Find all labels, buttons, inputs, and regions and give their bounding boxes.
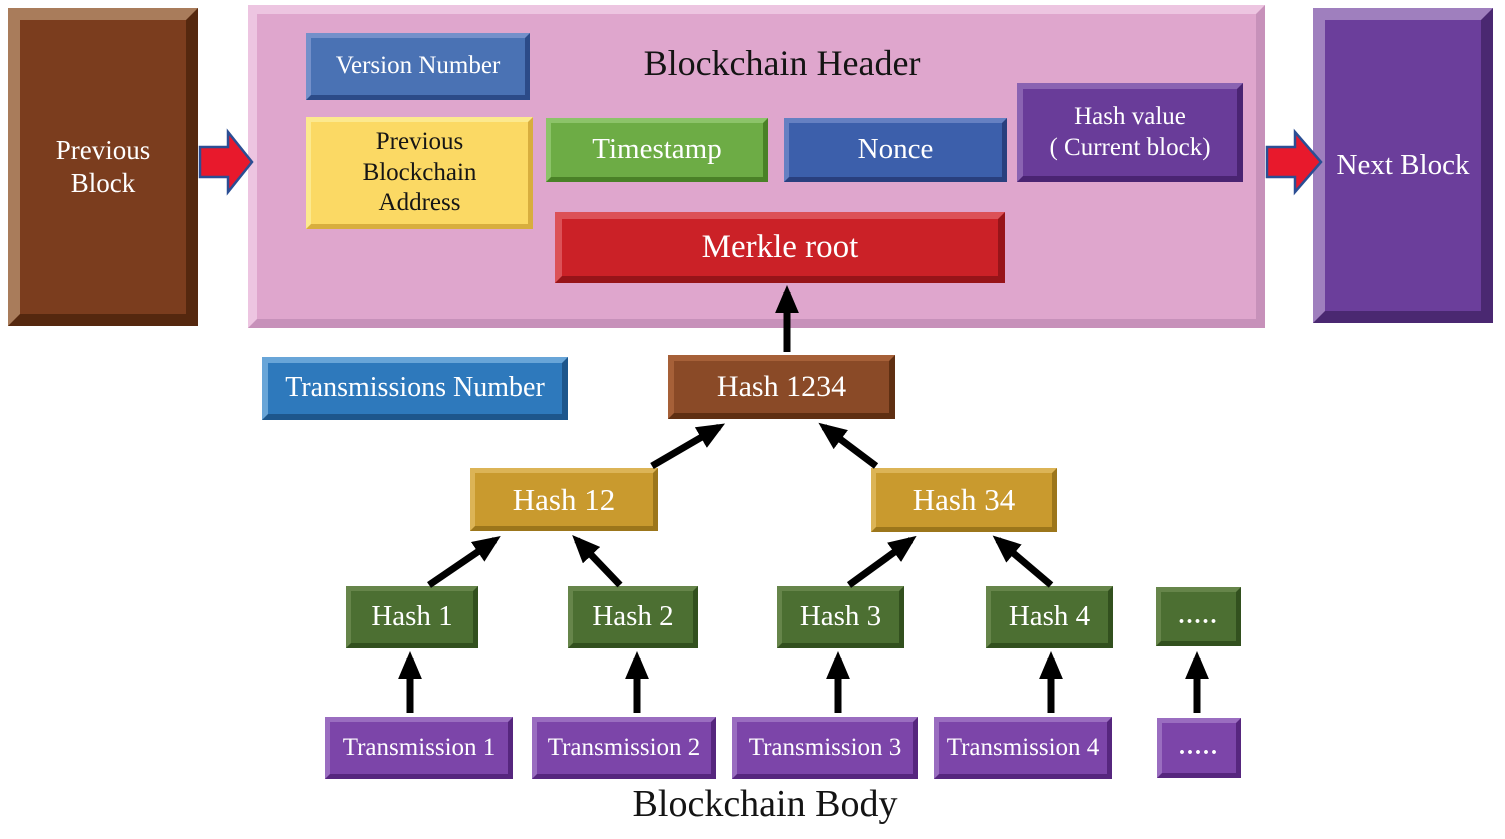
hash-1234-label: Hash 1234	[716, 369, 847, 403]
transmission-ellipsis-label: .....	[1179, 734, 1219, 761]
nonce-label: Nonce	[857, 133, 934, 166]
transmission-2-box: Transmission 2	[532, 717, 716, 779]
merkle-root-box: Merkle root	[555, 212, 1005, 283]
hash-12-box: Hash 12	[470, 468, 658, 531]
previous-block-label: Previous Block	[55, 135, 151, 198]
nonce-box: Nonce	[784, 118, 1007, 182]
previous-address-box: Previous Blockchain Address	[306, 117, 533, 229]
hash-value-box: Hash value ( Current block)	[1017, 83, 1243, 182]
next-block-label: Next Block	[1336, 148, 1470, 181]
hash-1234-box: Hash 1234	[668, 355, 895, 419]
hash-ellipsis-label: .....	[1178, 602, 1219, 629]
arrow-hash1-to-hash12-icon	[427, 536, 501, 588]
arrow-hash3-to-hash34-icon	[846, 535, 917, 588]
hash-1-label: Hash 1	[371, 600, 453, 633]
transmissions-number-box: Transmissions Number	[262, 357, 568, 420]
arrow-hash4-to-hash34-icon	[992, 535, 1054, 588]
transmission-4-box: Transmission 4	[934, 717, 1112, 779]
hash-1-box: Hash 1	[346, 586, 478, 648]
hash-34-label: Hash 34	[912, 482, 1016, 518]
hash-12-label: Hash 12	[512, 481, 616, 517]
transmission-2-label: Transmission 2	[547, 733, 701, 761]
merkle-root-label: Merkle root	[701, 229, 859, 266]
hash-34-box: Hash 34	[871, 468, 1057, 532]
transmission-1-box: Transmission 1	[325, 717, 513, 779]
hash-ellipsis-box: .....	[1156, 587, 1241, 646]
transmission-4-label: Transmission 4	[946, 733, 1100, 761]
hash-3-label: Hash 3	[799, 600, 882, 633]
transmission-1-label: Transmission 1	[342, 733, 496, 761]
arrow-hash2-to-hash12-icon	[572, 534, 623, 588]
hash-value-label-line2: ( Current block)	[1049, 133, 1211, 161]
prev-to-header-arrow-icon	[198, 128, 254, 196]
arrow-hash12-to-hash1234-icon	[650, 423, 726, 470]
transmissions-number-label: Transmissions Number	[285, 372, 545, 404]
hash-4-box: Hash 4	[986, 586, 1113, 648]
hash-2-label: Hash 2	[592, 600, 674, 633]
transmission-3-box: Transmission 3	[732, 717, 918, 779]
hash-2-box: Hash 2	[568, 586, 698, 648]
next-block-box: Next Block	[1313, 8, 1493, 323]
previous-block-box: Previous Block	[8, 8, 198, 326]
timestamp-box: Timestamp	[546, 118, 768, 182]
arrow-hash34-to-hash1234-icon	[818, 422, 879, 469]
hash-value-label-line1: Hash value	[1074, 103, 1186, 130]
version-number-box: Version Number	[306, 33, 530, 100]
transmission-3-label: Transmission 3	[748, 733, 902, 761]
timestamp-label: Timestamp	[592, 133, 722, 166]
transmission-ellipsis-box: .....	[1157, 718, 1241, 778]
version-number-label: Version Number	[335, 52, 501, 80]
blockchain-body-title: Blockchain Body	[632, 783, 898, 825]
previous-address-label: Previous Blockchain Address	[362, 128, 477, 217]
blockchain-header-title: Blockchain Header	[643, 43, 921, 83]
hash-3-box: Hash 3	[777, 586, 904, 648]
hash-4-label: Hash 4	[1008, 600, 1091, 633]
